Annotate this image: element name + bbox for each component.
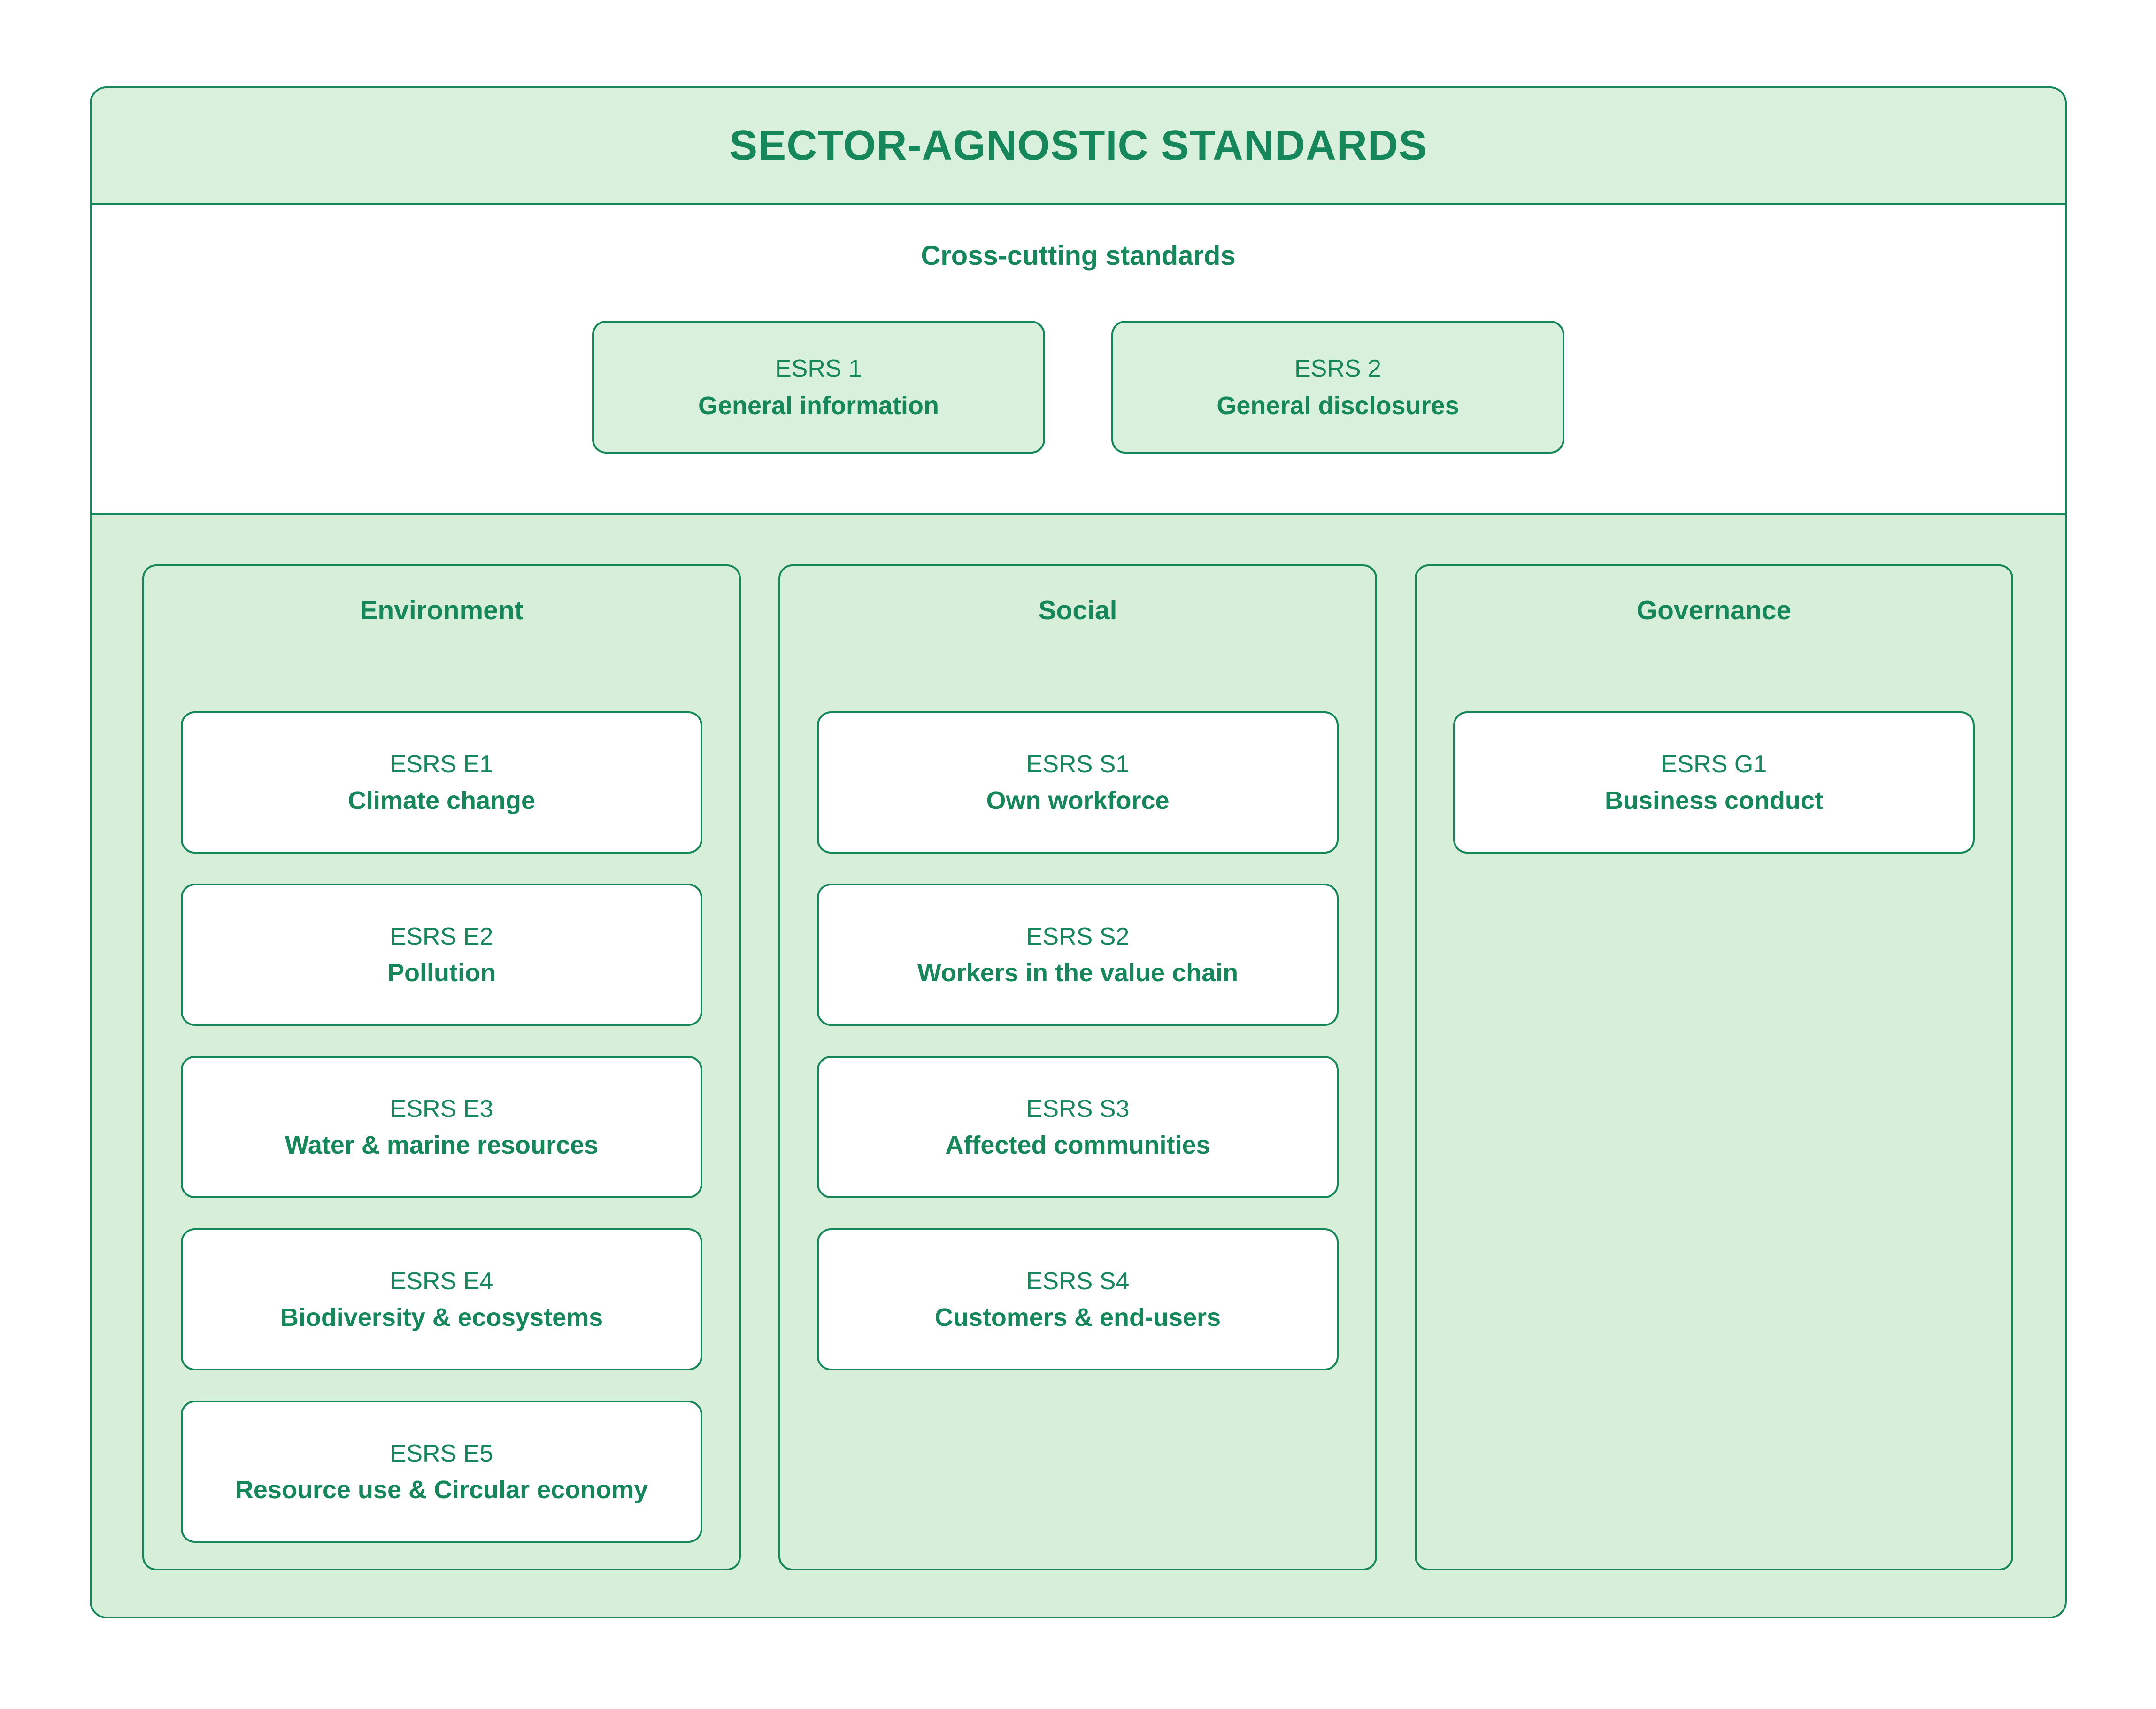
social-heading: Social <box>1038 595 1117 625</box>
standard-code: ESRS G1 <box>1661 750 1767 778</box>
standard-card-esrs-e5: ESRS E5 Resource use & Circular economy <box>181 1401 702 1543</box>
standard-name: Pollution <box>387 958 496 987</box>
cross-cutting-boxes: ESRS 1 General information ESRS 2 Genera… <box>92 321 2065 454</box>
standard-name: Water & marine resources <box>285 1131 599 1159</box>
standard-name: Climate change <box>347 786 536 815</box>
standard-card-esrs-2: ESRS 2 General disclosures <box>1111 321 1564 454</box>
standard-name: Biodiversity & ecosystems <box>280 1303 603 1332</box>
standard-code: ESRS E4 <box>390 1267 493 1295</box>
environment-heading: Environment <box>360 595 524 625</box>
standard-code: ESRS 1 <box>775 354 862 382</box>
standard-code: ESRS E5 <box>390 1440 493 1467</box>
cross-cutting-section: Cross-cutting standards ESRS 1 General i… <box>92 205 2065 511</box>
standard-name: Business conduct <box>1604 786 1824 815</box>
standard-code: ESRS 2 <box>1294 354 1381 382</box>
standard-name: General disclosures <box>1217 391 1459 420</box>
governance-column: Governance ESRS G1 Business conduct <box>1415 564 2013 1570</box>
standard-card-esrs-s1: ESRS S1 Own workforce <box>817 711 1339 854</box>
standard-card-esrs-e4: ESRS E4 Biodiversity & ecosystems <box>181 1228 702 1370</box>
standard-card-esrs-1: ESRS 1 General information <box>592 321 1045 454</box>
cross-cutting-heading: Cross-cutting standards <box>921 240 1236 271</box>
sector-agnostic-standards-frame: SECTOR-AGNOSTIC STANDARDS Cross-cutting … <box>90 86 2067 1618</box>
standard-name: Own workforce <box>986 786 1170 815</box>
social-boxes: ESRS S1 Own workforce ESRS S2 Workers in… <box>817 711 1339 1370</box>
standard-code: ESRS E3 <box>390 1095 493 1123</box>
social-column: Social ESRS S1 Own workforce ESRS S2 Wor… <box>778 564 1377 1570</box>
standard-card-esrs-e3: ESRS E3 Water & marine resources <box>181 1056 702 1198</box>
standard-name: Workers in the value chain <box>917 958 1239 987</box>
topical-standards-panel: Environment ESRS E1 Climate change ESRS … <box>92 513 2065 1617</box>
standard-code: ESRS S3 <box>1026 1095 1130 1123</box>
governance-boxes: ESRS G1 Business conduct <box>1453 711 1975 854</box>
standard-card-esrs-s3: ESRS S3 Affected communities <box>817 1056 1339 1198</box>
environment-column: Environment ESRS E1 Climate change ESRS … <box>142 564 741 1570</box>
standard-code: ESRS E1 <box>390 750 493 778</box>
title-banner: SECTOR-AGNOSTIC STANDARDS <box>92 88 2065 205</box>
standard-name: Resource use & Circular economy <box>235 1475 648 1504</box>
standard-code: ESRS E2 <box>390 923 493 950</box>
standard-name: General information <box>698 391 939 420</box>
standard-card-esrs-g1: ESRS G1 Business conduct <box>1453 711 1975 854</box>
standard-code: ESRS S2 <box>1026 923 1130 950</box>
page-title: SECTOR-AGNOSTIC STANDARDS <box>729 122 1427 169</box>
standard-code: ESRS S4 <box>1026 1267 1130 1295</box>
standard-card-esrs-e2: ESRS E2 Pollution <box>181 884 702 1026</box>
standard-card-esrs-e1: ESRS E1 Climate change <box>181 711 702 854</box>
standard-card-esrs-s2: ESRS S2 Workers in the value chain <box>817 884 1339 1026</box>
standard-name: Customers & end-users <box>934 1303 1221 1332</box>
standard-card-esrs-s4: ESRS S4 Customers & end-users <box>817 1228 1339 1370</box>
standard-name: Affected communities <box>945 1131 1210 1159</box>
governance-heading: Governance <box>1636 595 1792 625</box>
standard-code: ESRS S1 <box>1026 750 1130 778</box>
environment-boxes: ESRS E1 Climate change ESRS E2 Pollution… <box>181 711 702 1543</box>
